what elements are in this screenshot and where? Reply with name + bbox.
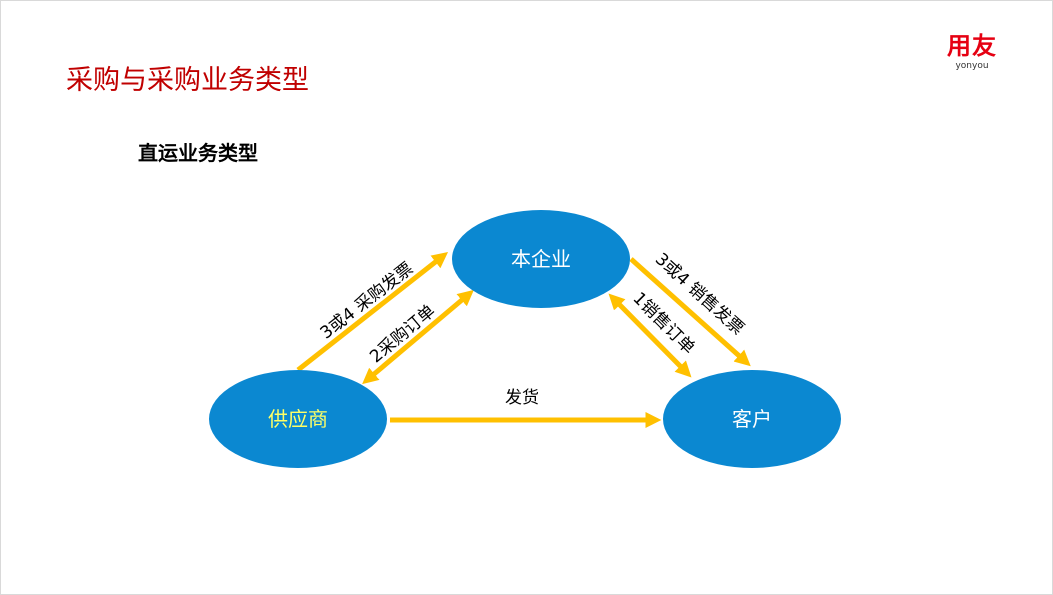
customer-label: 客户 [732,407,772,431]
company-node [452,210,630,308]
logo-main-text: 用友 [947,32,997,60]
supplier-label: 供应商 [268,407,328,431]
purchase-order-arrow [362,289,474,385]
slide-title: 采购与采购业务类型 [66,65,309,96]
yonyou-logo: 用友 yonyou [940,33,1004,71]
delivery-label: 发货 [505,388,539,408]
section-subtitle: 直运业务类型 [138,141,258,165]
customer-node [663,370,841,468]
supplier-node [209,370,387,468]
sales-order-arrow [608,293,692,378]
purchase-order-label: 2采购订单 [366,301,439,367]
logo-sub-text: yonyou [955,61,989,71]
company-label: 本企业 [511,247,571,271]
